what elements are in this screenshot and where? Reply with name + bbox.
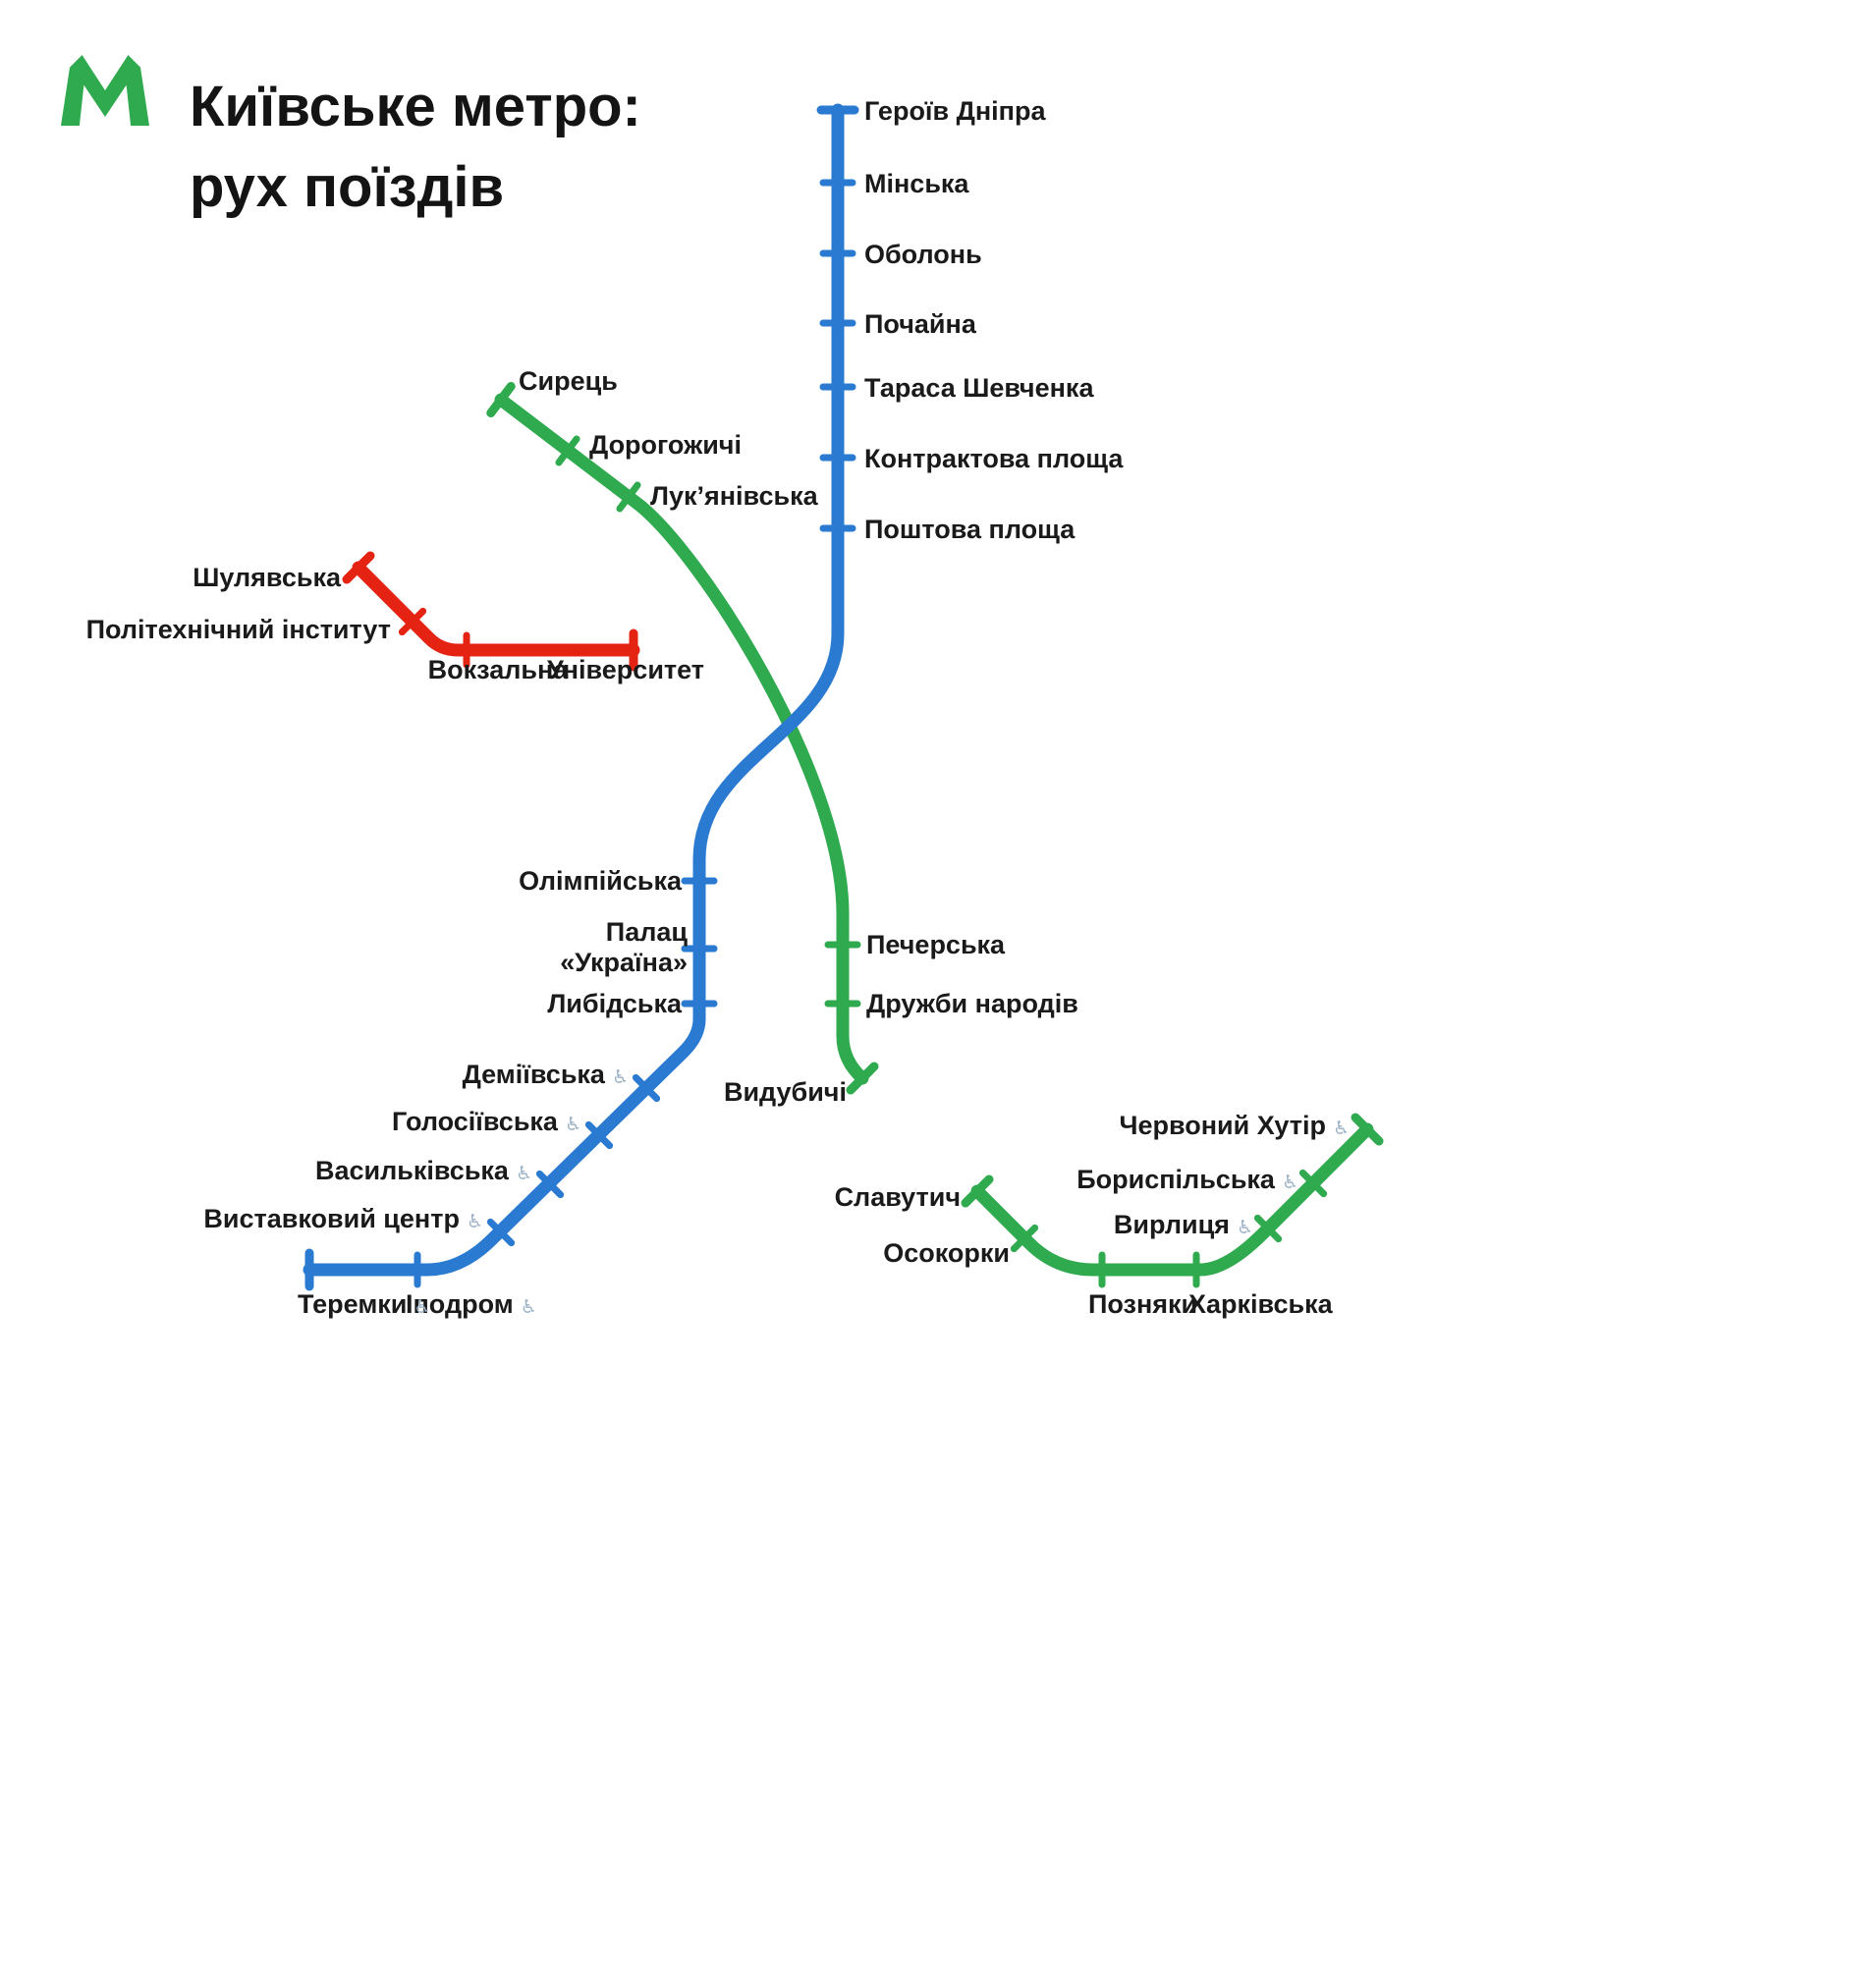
- metro-line-green-livoberezhna-east: [970, 1122, 1374, 1277]
- station-label: Осокорки: [883, 1238, 1010, 1268]
- station-label: Іподром♿: [406, 1289, 537, 1319]
- station-label: Олімпійська: [519, 866, 683, 896]
- station-label: Либідська: [547, 989, 683, 1018]
- station-marker-terminal: [1351, 1113, 1384, 1146]
- wheelchair-accessible-icon: ♿: [612, 1066, 629, 1088]
- station-label: Поштова площа: [864, 515, 1076, 544]
- station-label: Дорогожичі: [589, 430, 742, 460]
- station-marker-tick: [535, 1170, 565, 1199]
- metro-line-blue-obolonsko-teremkivska: [303, 103, 845, 1277]
- station-marker-tick: [1010, 1224, 1039, 1253]
- map-layers: Героїв ДніпраМінськаОболоньПочайнаТараса…: [86, 96, 1384, 1319]
- station-label: Харківська: [1188, 1289, 1334, 1319]
- station-label: Почайна: [864, 309, 977, 339]
- station-label: Позняки: [1088, 1289, 1197, 1319]
- wheelchair-accessible-icon: ♿: [467, 1211, 483, 1232]
- station-label: Шулявська: [193, 563, 342, 592]
- station-label: Видубичі: [724, 1077, 847, 1107]
- station-label: Деміївська♿: [463, 1060, 629, 1089]
- wheelchair-accessible-icon: ♿: [1333, 1118, 1350, 1139]
- wheelchair-accessible-icon: ♿: [516, 1163, 532, 1184]
- station-marker-tick: [486, 1218, 516, 1247]
- station-marker-terminal: [342, 551, 375, 584]
- station-label: Голосіївська♿: [392, 1107, 581, 1136]
- station-label: Дружби народів: [866, 989, 1078, 1018]
- wheelchair-accessible-icon: ♿: [521, 1296, 537, 1318]
- station-label: Вокзальна: [428, 655, 570, 684]
- station-marker-tick: [555, 435, 580, 466]
- station-label: Тараса Шевченка: [864, 373, 1094, 403]
- station-label: Виставковий центр♿: [203, 1204, 483, 1233]
- wheelchair-accessible-icon: ♿: [565, 1114, 581, 1135]
- station-label: Теремки♿: [298, 1289, 430, 1319]
- station-label: Контрактова площа: [864, 444, 1124, 473]
- station-marker-tick: [616, 481, 641, 513]
- metro-logo-icon: [61, 55, 149, 126]
- station-marker-tick: [632, 1073, 661, 1103]
- station-label: Оболонь: [864, 240, 982, 269]
- wheelchair-accessible-icon: ♿: [414, 1296, 430, 1318]
- station-label: Університет: [547, 655, 704, 684]
- station-marker-tick: [584, 1120, 614, 1150]
- station-label: Печерська: [866, 930, 1006, 959]
- station-label: Мінська: [864, 169, 969, 198]
- station-label: Славутич: [835, 1182, 961, 1212]
- station-label: Бориспільська♿: [1076, 1165, 1298, 1194]
- page-title-line1: Київське метро:: [190, 75, 641, 138]
- station-label: Героїв Дніпра: [864, 96, 1046, 126]
- station-marker-terminal: [961, 1174, 994, 1208]
- station-marker-terminal: [486, 381, 516, 418]
- station-marker-tick: [1253, 1214, 1283, 1243]
- metro-line-red-sviatoshynsko-brovarska: [352, 561, 640, 657]
- page-title-line2: рух поїздів: [190, 155, 504, 219]
- station-label: Сирець: [519, 366, 618, 396]
- metro-line-green-syretsko-pecherska-north: [494, 393, 869, 1085]
- station-marker-tick: [398, 607, 427, 636]
- wheelchair-accessible-icon: ♿: [1237, 1217, 1253, 1238]
- station-label: Червоний Хутір♿: [1120, 1111, 1350, 1140]
- station-label: Вирлиця♿: [1114, 1210, 1253, 1239]
- station-label: Політехнічний інститут: [86, 615, 391, 644]
- station-label: Васильківська♿: [315, 1156, 532, 1185]
- station-label: Лук’янівська: [650, 481, 819, 511]
- station-marker-terminal: [846, 1062, 879, 1095]
- station-marker-tick: [1298, 1169, 1328, 1198]
- station-label: Палац«Україна»: [560, 917, 688, 977]
- wheelchair-accessible-icon: ♿: [1282, 1172, 1298, 1193]
